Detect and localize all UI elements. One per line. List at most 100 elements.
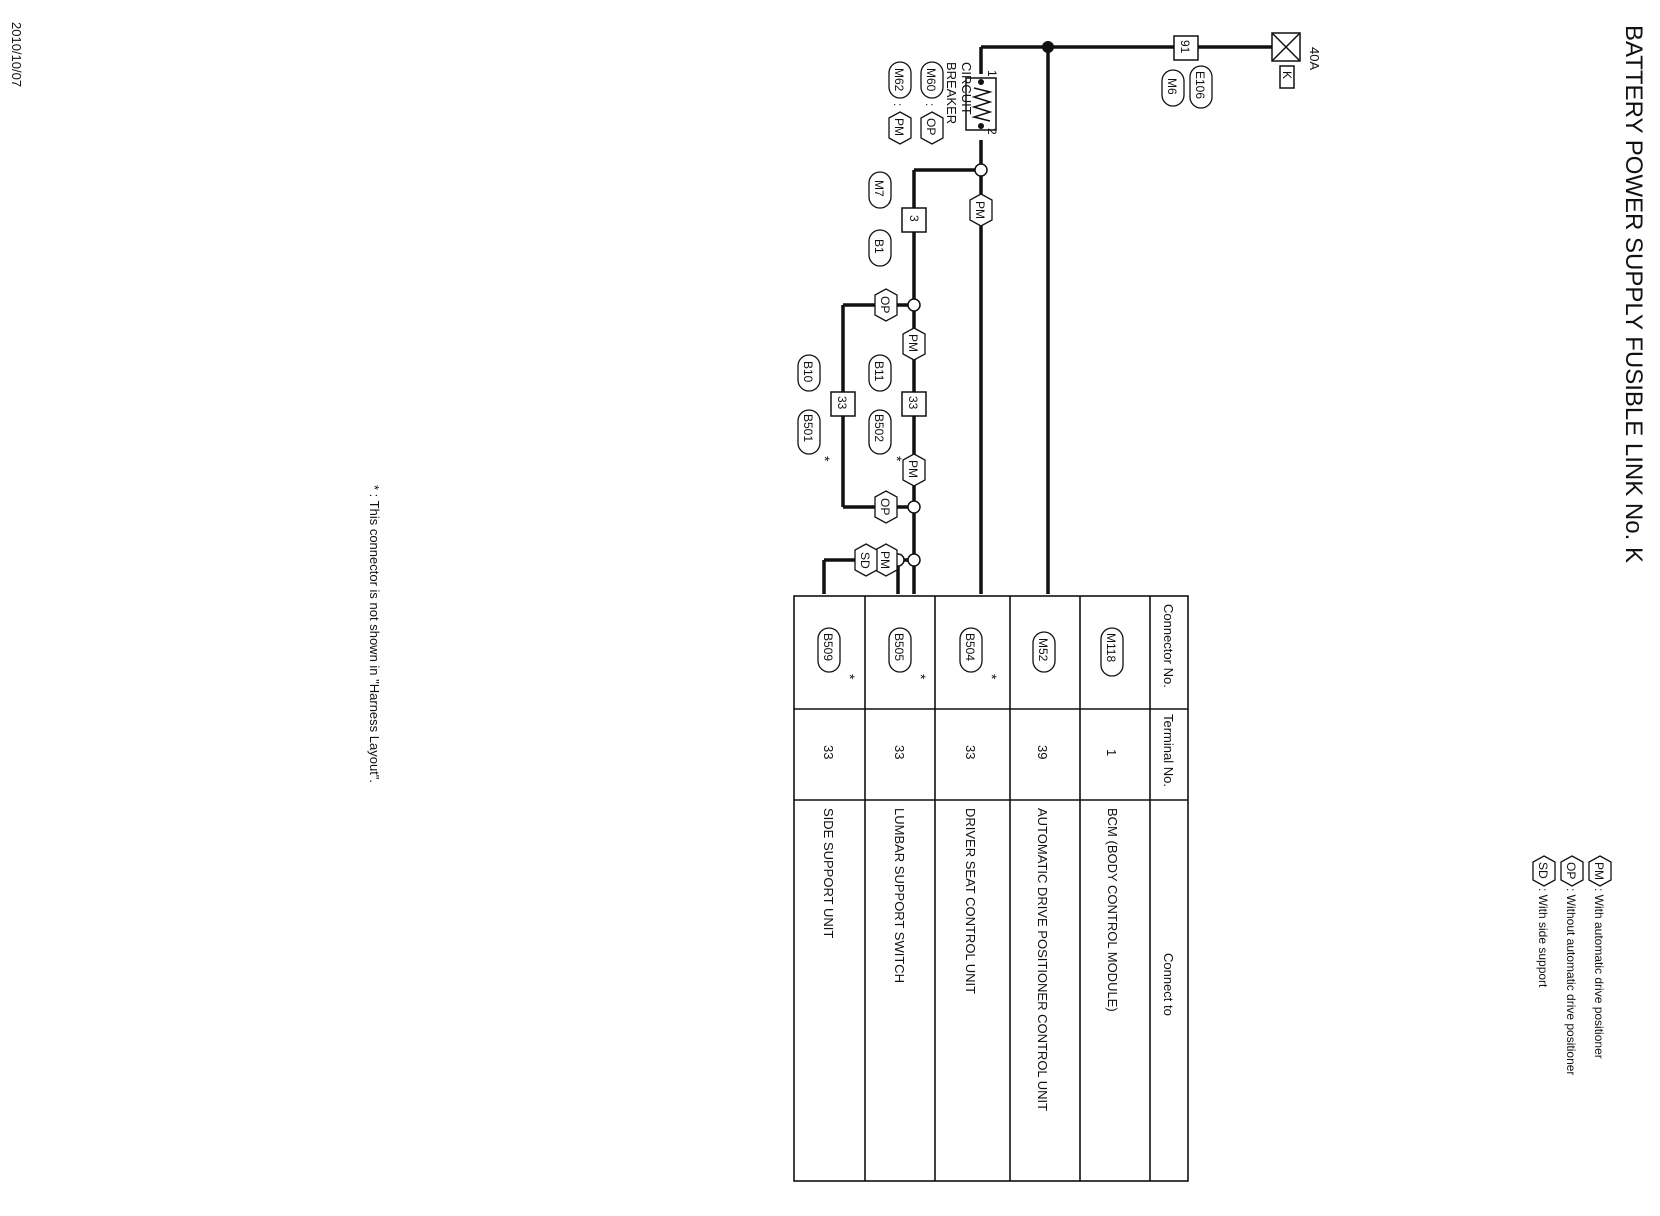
connector-badge bbox=[888, 627, 912, 673]
option-tag-label: SD bbox=[858, 552, 872, 569]
connector-badge bbox=[868, 409, 892, 455]
table-connect-to: LUMBAR SUPPORT SWITCH bbox=[892, 808, 907, 983]
splice-node bbox=[907, 553, 921, 567]
connector-label: M60 bbox=[924, 68, 938, 92]
table-header: Terminal No. bbox=[1161, 714, 1176, 787]
breaker-label: CIRCUIT bbox=[959, 62, 974, 115]
connector-badge bbox=[868, 229, 892, 267]
breaker-pin: 1 bbox=[985, 70, 999, 77]
option-tag-label: PM bbox=[892, 118, 906, 136]
table-terminal: 39 bbox=[1035, 745, 1050, 759]
date-stamp: 2010/10/07 bbox=[9, 22, 24, 87]
option-tag bbox=[888, 111, 912, 145]
table-connect-to: BCM (BODY CONTROL MODULE) bbox=[1105, 808, 1120, 1012]
table-connect-to: DRIVER SEAT CONTROL UNIT bbox=[963, 808, 978, 994]
connector-badge bbox=[920, 61, 944, 99]
connector-label: B10 bbox=[801, 361, 815, 383]
terminal-number: 33 bbox=[906, 396, 920, 410]
legend-text: : Without automatic drive positioner bbox=[1564, 888, 1578, 1075]
connector-badge bbox=[1189, 65, 1213, 109]
junction-dot bbox=[1042, 41, 1054, 53]
option-tag-label: OP bbox=[878, 296, 892, 313]
table-connector: B504 bbox=[963, 633, 977, 661]
option-tag-label: OP bbox=[924, 118, 938, 135]
connector-label: B502 bbox=[872, 414, 886, 442]
connector-badge bbox=[1032, 631, 1056, 673]
table-connector: M118 bbox=[1104, 633, 1118, 662]
fuse-label: 40A bbox=[1307, 47, 1322, 70]
connector-badge bbox=[797, 409, 821, 455]
table-header: Connect to bbox=[1161, 953, 1176, 1016]
fuse-rating: 40A bbox=[1307, 47, 1322, 70]
option-tag bbox=[902, 453, 926, 487]
table-connector: B509 bbox=[821, 633, 835, 661]
footnote: * : This connector is not shown in "Harn… bbox=[367, 485, 382, 783]
table-terminal: 1 bbox=[1104, 749, 1119, 756]
connector-badge bbox=[1161, 69, 1185, 107]
option-tag-label: PM bbox=[906, 334, 920, 352]
option-tag-label: PM bbox=[973, 201, 987, 219]
legend-text: : With side support bbox=[1536, 888, 1550, 988]
connector-label: M6 bbox=[1165, 78, 1179, 95]
table-connect-to: AUTOMATIC DRIVE POSITIONER CONTROL UNIT bbox=[1035, 808, 1050, 1111]
separator: : bbox=[891, 103, 905, 106]
option-tag-label: PM bbox=[878, 551, 892, 569]
fuse-letter: K bbox=[1280, 71, 1294, 79]
connector-badge bbox=[868, 171, 892, 209]
legend-code: OP bbox=[1564, 862, 1578, 879]
terminal-number: 3 bbox=[907, 215, 921, 222]
splice-node bbox=[907, 500, 921, 514]
terminal-box bbox=[1173, 35, 1199, 61]
option-tag bbox=[920, 111, 944, 145]
not-shown-mark: * bbox=[889, 456, 905, 462]
not-shown-mark: * bbox=[817, 456, 833, 462]
separator: : bbox=[923, 103, 937, 106]
connector-label: E106 bbox=[1193, 71, 1207, 99]
splice-node bbox=[974, 163, 988, 177]
legend-text: : With automatic drive positioner bbox=[1592, 888, 1606, 1059]
connector-badge bbox=[797, 354, 821, 392]
terminal-box bbox=[830, 391, 856, 417]
table-terminal: 33 bbox=[963, 745, 978, 759]
option-tag bbox=[854, 543, 878, 577]
not-shown-mark: * bbox=[842, 674, 858, 680]
table-terminal: 33 bbox=[821, 745, 836, 759]
terminal-box bbox=[901, 391, 927, 417]
option-tag bbox=[902, 327, 926, 361]
connector-badge bbox=[888, 61, 912, 99]
not-shown-mark: * bbox=[984, 674, 1000, 680]
connector-badge bbox=[817, 627, 841, 673]
table-connector: M52 bbox=[1036, 638, 1050, 662]
option-tag bbox=[969, 193, 993, 227]
table-terminal: 33 bbox=[892, 745, 907, 759]
legend: PM : With automatic drive positioner OP … bbox=[1532, 855, 1612, 1075]
breaker-pin: 2 bbox=[985, 128, 999, 135]
connector-label: B11 bbox=[872, 361, 886, 382]
terminal-box bbox=[901, 207, 927, 233]
not-shown-mark: * bbox=[913, 674, 929, 680]
page-title: BATTERY POWER SUPPLY FUSIBLE LINK No. K bbox=[1620, 25, 1647, 563]
option-tag bbox=[874, 490, 898, 524]
legend-code: SD bbox=[1536, 862, 1550, 879]
legend-code: PM bbox=[1592, 862, 1606, 880]
connector-badge bbox=[1100, 627, 1124, 677]
option-tag-label: OP bbox=[878, 498, 892, 515]
option-tag bbox=[874, 288, 898, 322]
connector-badge bbox=[868, 354, 892, 392]
connector-label: B1 bbox=[872, 239, 886, 254]
option-tag-label: PM bbox=[906, 460, 920, 478]
breaker-label: BREAKER bbox=[944, 62, 959, 124]
fusible-link-icon bbox=[1271, 32, 1301, 62]
connector-table bbox=[793, 595, 1189, 1182]
terminal-number: 33 bbox=[835, 396, 849, 410]
splice-node bbox=[907, 298, 921, 312]
fuse-letter-box bbox=[1279, 65, 1295, 89]
table-header: Connector No. bbox=[1161, 604, 1176, 688]
connector-label: M7 bbox=[872, 180, 886, 197]
terminal-number: 91 bbox=[1178, 40, 1192, 54]
connector-label: M62 bbox=[892, 68, 906, 92]
connector-label: B501 bbox=[801, 414, 815, 442]
circuit-breaker-icon bbox=[965, 77, 997, 131]
table-connector: B505 bbox=[892, 633, 906, 661]
